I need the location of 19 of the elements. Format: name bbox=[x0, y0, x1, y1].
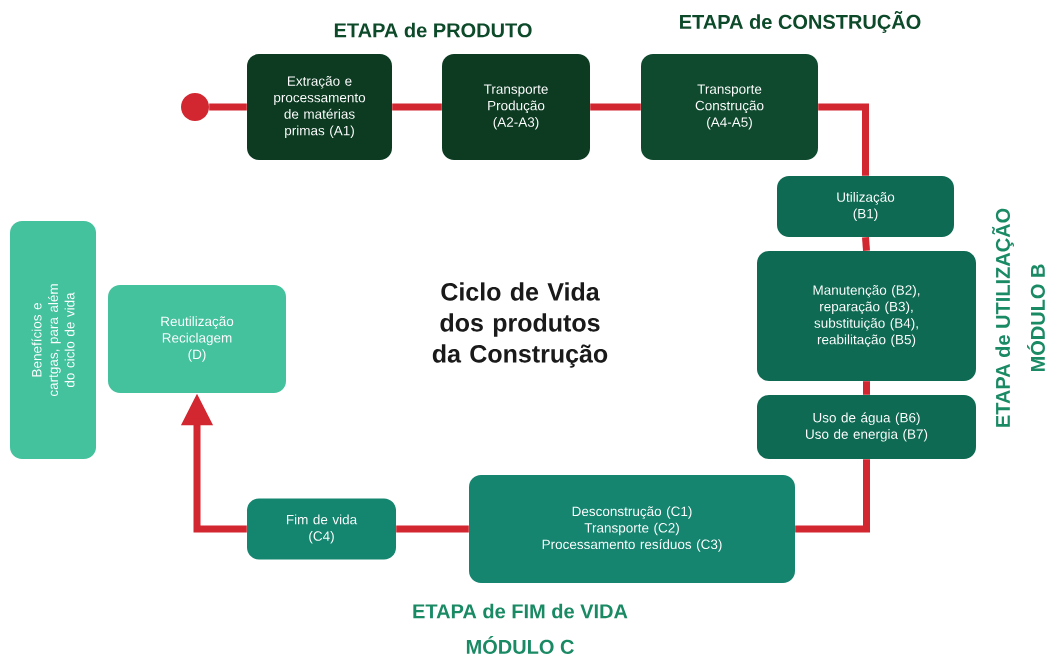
process-box: Manutenção (B2), reparação (B3), substituição (B4), reabilitação (B5) bbox=[757, 251, 976, 381]
process-box: Uso de água (B6) Uso de energia (B7) bbox=[757, 395, 976, 459]
stage-heading: ETAPA de PRODUTO bbox=[334, 22, 532, 38]
connector-line bbox=[862, 236, 870, 252]
process-box: Extração e processamento de matérias primas (A1) bbox=[247, 54, 392, 160]
process-box: Transporte Produção (A2-A3) bbox=[442, 54, 590, 160]
stage-heading: ETAPA de FIM de VIDA bbox=[413, 603, 628, 619]
stage-heading: MÓDULO C bbox=[466, 636, 574, 654]
title: Ciclo de Vida dos produtos da Construção bbox=[432, 282, 608, 368]
start-dot bbox=[181, 93, 209, 121]
stage-heading: MÓDULO B bbox=[1027, 264, 1045, 372]
stage-heading: ETAPA de CONSTRUÇÃO bbox=[680, 11, 921, 33]
process-box: Reutilização Reciclagem (D) bbox=[108, 285, 286, 393]
side-box: Benefícios e cartgas, para além do ciclo de vida bbox=[10, 221, 96, 459]
process-box: Transporte Construção (A4-A5) bbox=[641, 54, 818, 160]
stage-heading: ETAPA de UTILIZAÇÃO bbox=[992, 208, 1014, 427]
process-box: Desconstrução (C1) Transporte (C2) Processamento resíduos (C3) bbox=[469, 475, 795, 583]
process-box: Utilização (B1) bbox=[777, 176, 954, 237]
process-box: Fim de vida (C4) bbox=[247, 498, 396, 560]
